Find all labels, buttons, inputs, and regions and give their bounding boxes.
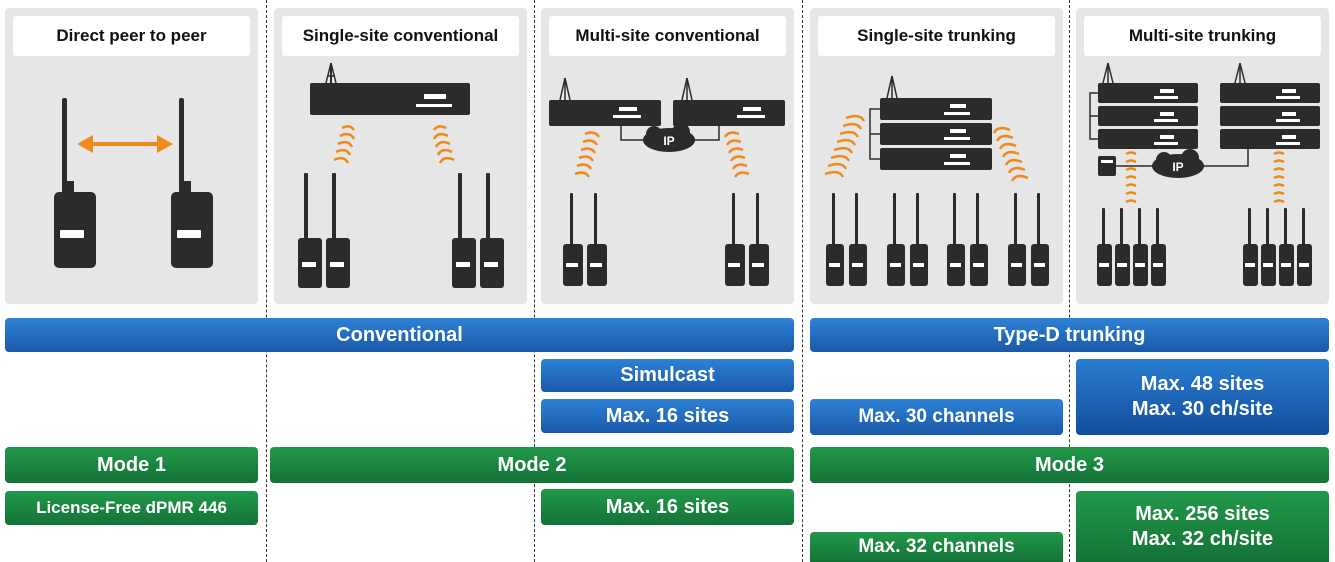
radio-group-icon [1097, 208, 1312, 286]
single-repeater-illustration [298, 62, 504, 288]
panel-multi-site-trunking: Multi-site trunking [1076, 8, 1329, 304]
trunking-repeater-stack-illustration [824, 75, 1049, 286]
ip-label: IP [1172, 160, 1183, 174]
panel-title: Multi-site trunking [1084, 16, 1321, 56]
radio-group-icon [298, 173, 504, 288]
antenna-icon [325, 62, 337, 84]
bar-mode2-max-sites: Max. 16 sites [541, 489, 794, 525]
radio-group-icon [826, 193, 1049, 286]
panel-title: Single-site conventional [282, 16, 519, 56]
bar-type-d-trunking: Type-D trunking [810, 318, 1329, 352]
signal-wave-icon [824, 114, 1029, 182]
antenna-icon [886, 75, 898, 99]
ip-linked-repeaters-illustration: IP [549, 77, 785, 286]
repeater-icon [673, 100, 785, 126]
panel-direct-peer-to-peer: Direct peer to peer [5, 8, 258, 304]
bar-conventional: Conventional [5, 318, 794, 352]
antenna-icon [1102, 62, 1246, 84]
panel-title: Direct peer to peer [13, 16, 250, 56]
repeater-stack-icon [880, 98, 992, 170]
bar-line: Max. 48 sites [1140, 373, 1265, 395]
bar-trunking-max-sites: Max. 48 sites Max. 30 ch/site [1076, 359, 1329, 435]
repeater-icon [549, 100, 661, 126]
column-divider [802, 0, 803, 562]
radio-peer-to-peer-illustration [54, 98, 213, 268]
panel-single-site-trunking: Single-site trunking [810, 8, 1063, 304]
network-link-icon [1089, 92, 1249, 167]
panel-title: Single-site trunking [818, 16, 1055, 56]
radio-icon [54, 98, 96, 268]
repeater-icon [310, 83, 470, 115]
repeater-stack-icon [1098, 83, 1198, 149]
bar-line: Max. 32 ch/site [1131, 527, 1274, 550]
bar-mode3-max-sites: Max. 256 sites Max. 32 ch/site [1076, 491, 1329, 562]
panel-title: Multi-site conventional [549, 16, 786, 56]
bar-mode3-max-channels: Max. 32 channels [810, 532, 1063, 562]
column-divider [534, 0, 535, 562]
ip-cloud-icon: IP [1152, 149, 1204, 178]
column-divider [266, 0, 267, 562]
bar-line: Max. 30 ch/site [1131, 398, 1274, 420]
ip-label: IP [663, 134, 674, 148]
bar-mode-2: Mode 2 [270, 447, 794, 483]
combiner-link-icon [869, 108, 880, 160]
radio-icon [171, 98, 213, 268]
repeater-stack-icon [1220, 83, 1320, 149]
bar-simulcast: Simulcast [541, 359, 794, 392]
bar-simulcast-max-sites: Max. 16 sites [541, 399, 794, 433]
bar-line: Max. 256 sites [1135, 502, 1270, 525]
signal-wave-icon [1125, 151, 1285, 204]
ip-cloud-icon: IP [643, 123, 695, 152]
controller-icon [1098, 156, 1116, 176]
bar-trunking-max-channels: Max. 30 channels [810, 399, 1063, 435]
bar-mode-1: Mode 1 [5, 447, 258, 483]
radio-group-icon [563, 193, 769, 286]
double-arrow-icon [77, 135, 173, 153]
bar-mode-3: Mode 3 [810, 447, 1329, 483]
multi-site-trunking-illustration: IP [1089, 62, 1320, 286]
signal-wave-icon [333, 125, 455, 164]
bar-license-free: License-Free dPMR 446 [5, 491, 258, 525]
panel-multi-site-conventional: Multi-site conventional I [541, 8, 794, 304]
antenna-icon [559, 77, 693, 101]
panel-single-site-conventional: Single-site conventional [274, 8, 527, 304]
column-divider [1069, 0, 1070, 562]
network-link-icon [620, 126, 720, 141]
signal-wave-icon [574, 131, 750, 178]
